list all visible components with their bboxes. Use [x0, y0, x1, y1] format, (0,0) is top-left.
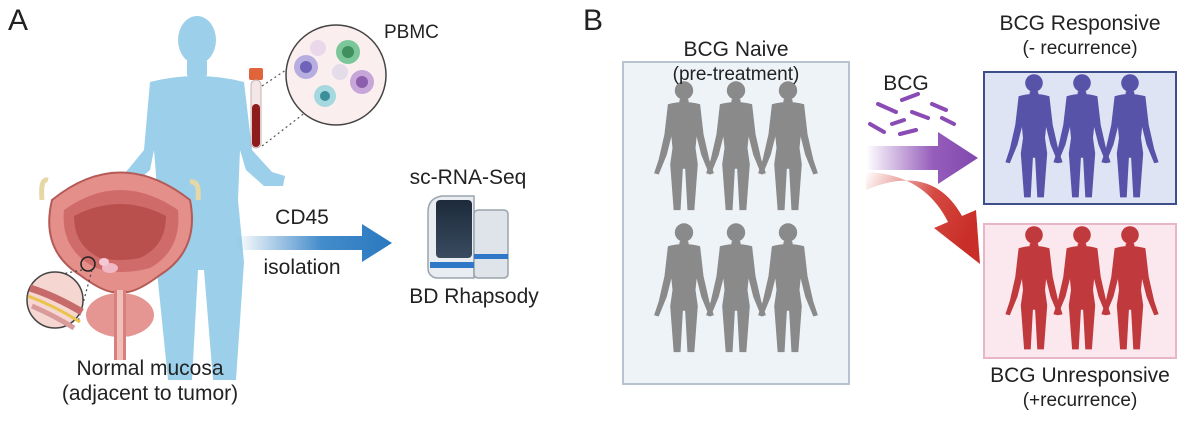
panel-b-letter: B	[583, 4, 604, 37]
sc-rna-seq-label: sc-RNA-Seq	[409, 166, 527, 189]
unresponsive-subtitle: (+recurrence)	[1022, 390, 1138, 411]
blood-tube-icon	[249, 68, 263, 149]
bladder-illustration	[39, 171, 201, 360]
responsive-subtitle: (- recurrence)	[1022, 38, 1138, 59]
panel-a-letter: A	[8, 4, 29, 37]
naive-subtitle: (pre-treatment)	[672, 64, 800, 85]
bd-rhapsody-label: BD Rhapsody	[409, 285, 539, 308]
cd45-label: CD45	[275, 206, 329, 229]
bd-rhapsody-instrument-icon	[427, 195, 509, 279]
pbmc-cells-icon	[285, 24, 387, 126]
callout-line	[261, 111, 307, 147]
responsive-title: BCG Responsive	[999, 12, 1161, 35]
bcg-label: BCG	[883, 72, 929, 95]
isolation-label: isolation	[263, 256, 341, 279]
human-body-silhouette	[112, 16, 285, 380]
unresponsive-arrow	[866, 172, 980, 264]
responsive-arrow	[866, 132, 978, 184]
naive-title: BCG Naive	[683, 38, 789, 61]
pbmc-label: PBMC	[384, 22, 439, 43]
mucosa-zoom-icon	[26, 256, 96, 331]
mucosa-label-line1: Normal mucosa	[76, 357, 224, 380]
mucosa-label-line2: (adjacent to tumor)	[61, 382, 239, 405]
isolation-arrow	[236, 224, 392, 262]
unresponsive-title: BCG Unresponsive	[990, 364, 1170, 387]
bcg-bacteria-icon	[868, 92, 956, 136]
